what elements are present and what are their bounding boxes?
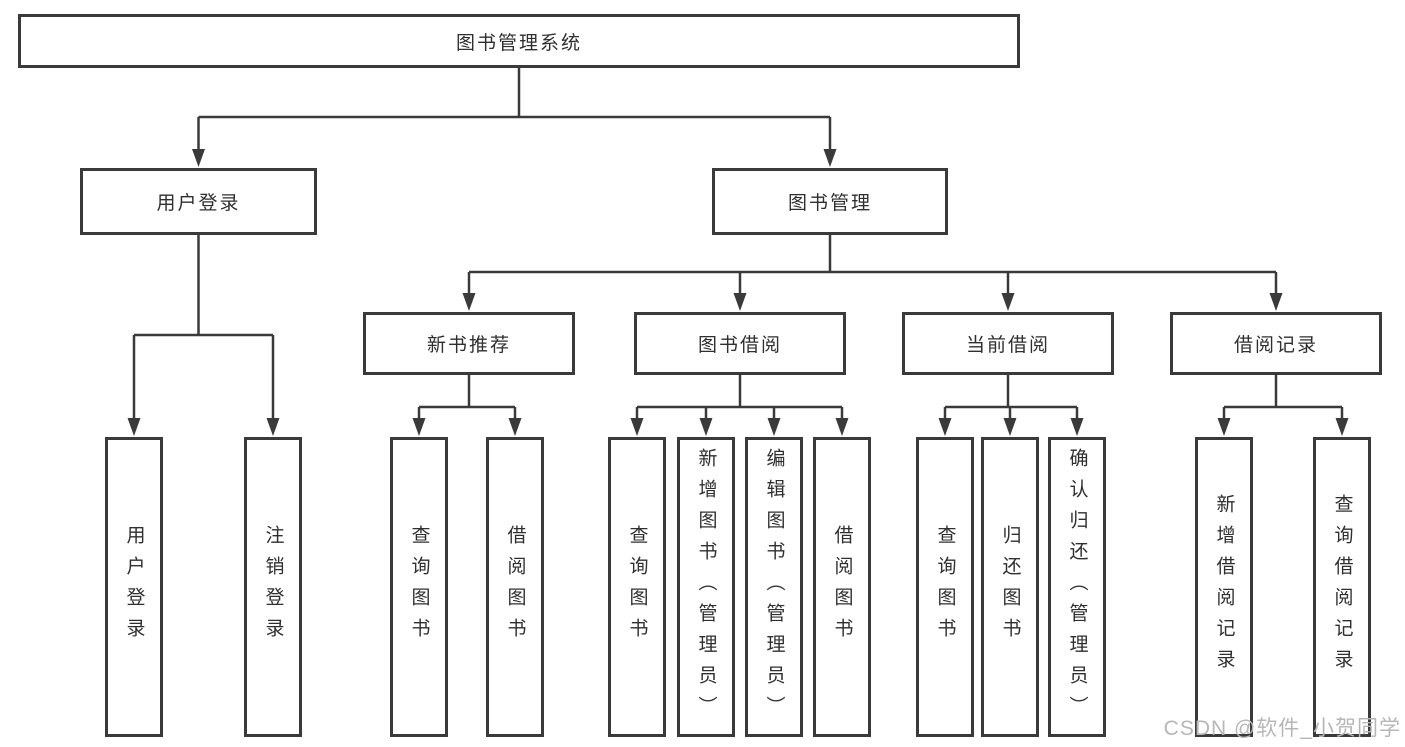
leaf-return-book-label: 归还图书	[999, 525, 1021, 649]
leaf-query-book-current: 查询图书	[916, 437, 974, 737]
node-user-login: 用户登录	[80, 168, 317, 235]
node-root-label: 图书管理系统	[455, 32, 582, 54]
leaf-edit-book-admin: 编辑图书（管理员）	[745, 437, 803, 737]
leaf-add-book-admin-label: 新增图书（管理员）	[695, 447, 717, 727]
node-current-borrow-label: 当前借阅	[965, 335, 1050, 356]
leaf-return-book: 归还图书	[981, 437, 1039, 737]
leaf-borrow-book-recommend-label: 借阅图书	[504, 525, 526, 649]
leaf-query-book-borrow: 查询图书	[608, 437, 666, 737]
leaf-logout-login-label: 注销登录	[262, 525, 284, 649]
node-user-login-label: 用户登录	[156, 193, 241, 214]
node-book-borrow: 图书借阅	[634, 312, 846, 375]
leaf-query-book-recommend: 查询图书	[390, 437, 448, 737]
leaf-query-book-current-label: 查询图书	[934, 525, 956, 649]
leaf-borrow-book-label: 借阅图书	[831, 525, 853, 649]
leaf-borrow-book-recommend: 借阅图书	[486, 437, 544, 737]
leaf-add-borrow-record-label: 新增借阅记录	[1213, 494, 1235, 680]
node-current-borrow: 当前借阅	[902, 312, 1114, 375]
leaf-query-book-borrow-label: 查询图书	[626, 525, 648, 649]
leaf-add-book-admin: 新增图书（管理员）	[677, 437, 735, 737]
node-new-book-recommend: 新书推荐	[363, 312, 575, 375]
leaf-query-borrow-record-label: 查询借阅记录	[1331, 494, 1353, 680]
leaf-query-borrow-record: 查询借阅记录	[1313, 437, 1371, 737]
leaf-user-login-label: 用户登录	[123, 525, 145, 649]
leaf-add-borrow-record: 新增借阅记录	[1195, 437, 1253, 737]
node-borrow-records: 借阅记录	[1170, 312, 1382, 375]
leaf-confirm-return-admin: 确认归还（管理员）	[1048, 437, 1106, 737]
leaf-borrow-book: 借阅图书	[813, 437, 871, 737]
leaf-logout-login: 注销登录	[244, 437, 302, 737]
leaf-confirm-return-admin-label: 确认归还（管理员）	[1066, 447, 1088, 727]
node-new-book-recommend-label: 新书推荐	[426, 335, 511, 356]
node-book-management: 图书管理	[712, 168, 948, 235]
node-borrow-records-label: 借阅记录	[1233, 335, 1318, 356]
connector-lines	[132, 68, 1344, 421]
leaf-edit-book-admin-label: 编辑图书（管理员）	[763, 447, 785, 727]
node-book-borrow-label: 图书借阅	[697, 335, 782, 356]
node-root: 图书管理系统	[18, 14, 1020, 68]
leaf-query-book-recommend-label: 查询图书	[408, 525, 430, 649]
leaf-user-login: 用户登录	[105, 437, 163, 737]
node-book-management-label: 图书管理	[787, 193, 872, 214]
